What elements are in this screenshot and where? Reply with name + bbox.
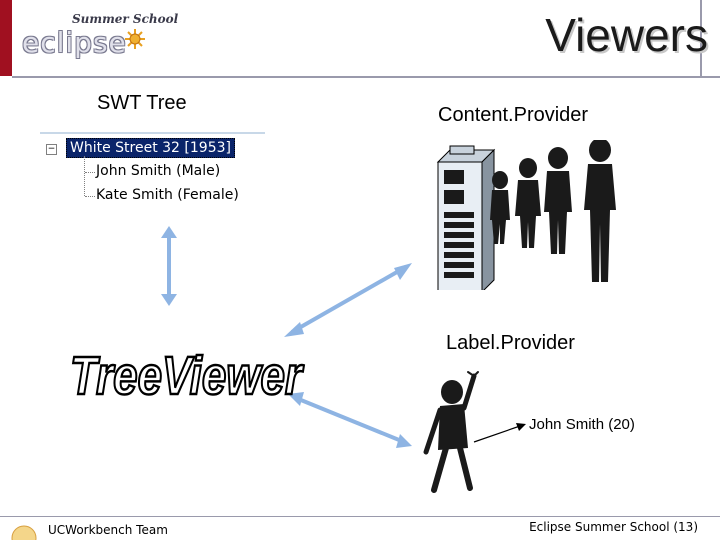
double-arrow-content bbox=[284, 263, 412, 337]
tree-child-item[interactable]: John Smith (Male) bbox=[96, 163, 221, 179]
header-divider-vertical bbox=[700, 0, 702, 76]
collapse-icon[interactable]: − bbox=[46, 144, 57, 155]
people-icons bbox=[490, 140, 616, 282]
footer-divider bbox=[0, 516, 720, 517]
tree-connector bbox=[85, 196, 95, 197]
label-provider-label: Label.Provider bbox=[446, 332, 575, 354]
person-waving-illustration bbox=[423, 371, 526, 493]
server-icon bbox=[436, 145, 496, 290]
label-example-text: John Smith (20) bbox=[529, 416, 635, 433]
footer-team: UCWorkbench Team bbox=[48, 523, 168, 537]
logo-brand-text: eclipse bbox=[22, 26, 127, 59]
tree-top-border bbox=[40, 132, 265, 134]
brand-bar bbox=[0, 0, 12, 76]
tree-root-item[interactable]: White Street 32 [1953] bbox=[66, 138, 235, 158]
content-provider-label: Content.Provider bbox=[438, 104, 589, 126]
treeviewer-wordart: TreeViewer bbox=[69, 345, 306, 408]
header-divider bbox=[12, 76, 720, 78]
content-source-illustration bbox=[436, 140, 616, 290]
swt-tree-widget[interactable]: − White Street 32 [1953] John Smith (Mal… bbox=[40, 132, 265, 210]
double-arrow-label bbox=[288, 392, 412, 448]
logo-event-text: Summer School bbox=[72, 12, 179, 26]
treeviewer-text: TreeViewer bbox=[70, 346, 304, 406]
tree-connector bbox=[84, 156, 85, 196]
eclipse-logo: Summer School eclipse bbox=[8, 6, 188, 74]
tree-child-item[interactable]: Kate Smith (Female) bbox=[96, 187, 239, 203]
sun-icon bbox=[125, 29, 145, 49]
sun-icon bbox=[11, 525, 37, 540]
slide-title: Viewers bbox=[545, 9, 708, 61]
footer-page-info: Eclipse Summer School (13) bbox=[529, 520, 698, 534]
tree-connector bbox=[85, 172, 95, 173]
double-arrow-vertical bbox=[161, 226, 177, 306]
swt-tree-label: SWT Tree bbox=[97, 92, 187, 114]
